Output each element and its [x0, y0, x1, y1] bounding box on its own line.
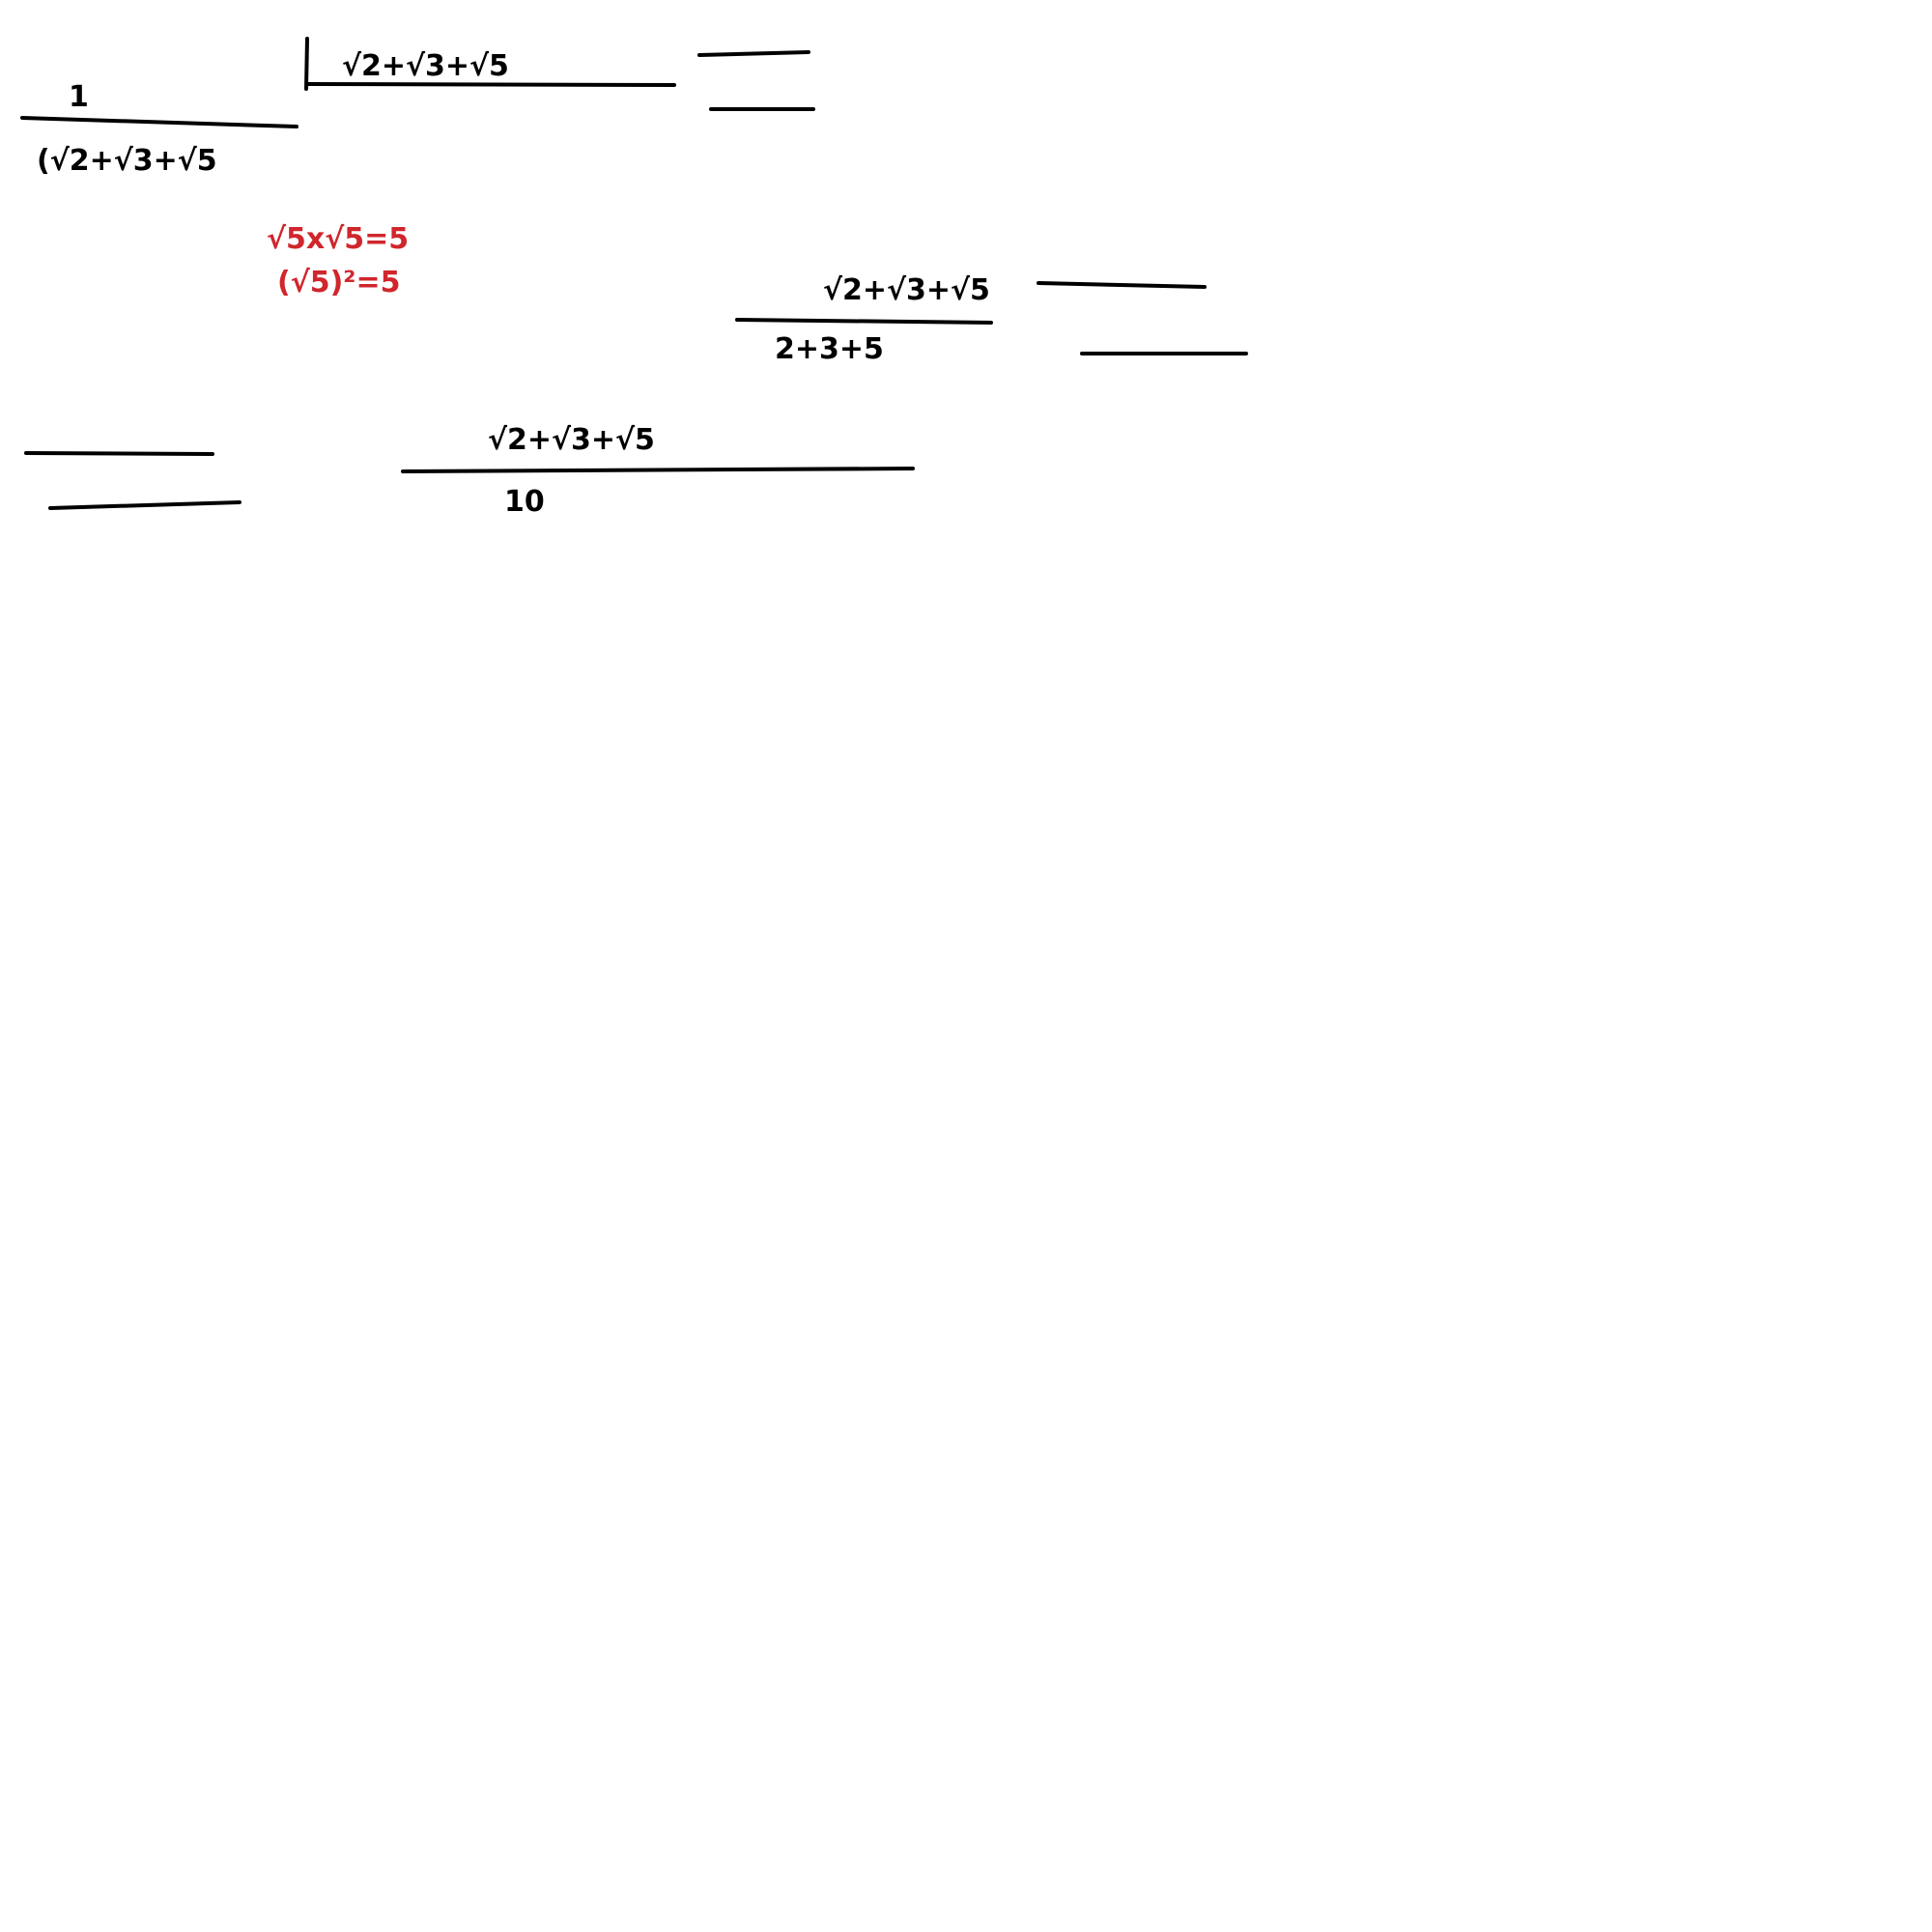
- note-line-1: √5x√5=5: [267, 222, 410, 256]
- step2-denominator: 2+3+5: [775, 332, 884, 366]
- fraction-bar-step1: [20, 116, 298, 128]
- blank-line-bottom-1: [24, 451, 214, 456]
- fraction-bar-step2: [735, 318, 993, 325]
- multiplier-numerator: √2+√3+√5: [342, 49, 509, 83]
- step3-denominator: 10: [504, 485, 545, 519]
- vertical-mark: [304, 37, 309, 91]
- blank-line-top-1: [697, 50, 810, 57]
- fraction-bar-multiplier: [305, 82, 676, 87]
- step1-denominator: (√2+√3+√5: [37, 144, 217, 178]
- note-line-2: (√5)²=5: [277, 266, 401, 299]
- step1-numerator: 1: [69, 80, 89, 114]
- step3-numerator: √2+√3+√5: [488, 423, 655, 457]
- blank-line-bottom-2: [48, 500, 242, 510]
- fraction-bar-step3: [401, 467, 915, 473]
- blank-line-mid-1: [1037, 281, 1207, 289]
- step2-numerator: √2+√3+√5: [823, 273, 990, 307]
